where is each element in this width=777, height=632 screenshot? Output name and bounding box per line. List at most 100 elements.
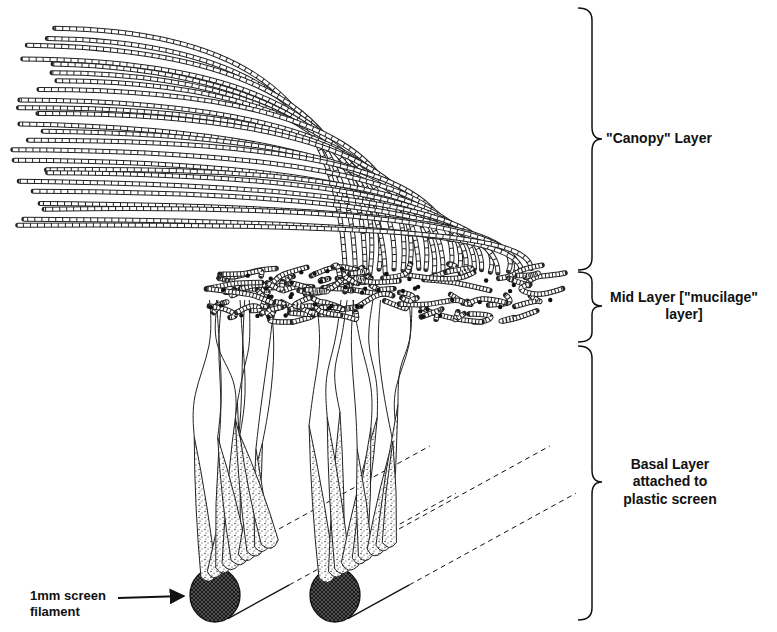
canopy-filament — [18, 225, 532, 269]
mucilage-filament — [446, 268, 471, 273]
mucilage-tangle — [206, 264, 565, 322]
mucilage-dot — [450, 298, 454, 302]
cylinder-edge-dashed — [263, 446, 429, 538]
mucilage-dot — [266, 295, 270, 299]
mucilage-filament — [356, 278, 399, 282]
mucilage-filament — [499, 265, 542, 278]
mucilage-filament — [350, 268, 367, 274]
mucilage-filament — [421, 309, 442, 319]
mucilage-dot — [290, 292, 294, 296]
mucilage-filament — [517, 273, 538, 277]
mucilage-filament — [383, 264, 411, 278]
mucilage-filament — [305, 290, 327, 292]
mucilage-filament — [270, 316, 292, 322]
cylinder-edge-dashed — [383, 446, 549, 538]
mucilage-filament — [466, 299, 505, 304]
mucilage-dot — [421, 314, 425, 318]
basal-stalk — [398, 300, 412, 405]
mucilage-filament — [371, 285, 394, 289]
mucilage-dot — [438, 313, 442, 317]
mucilage-filament — [521, 284, 563, 294]
cylinder-edge-dashed — [409, 493, 575, 585]
part-label: 1mm screen filament — [30, 588, 125, 621]
mucilage-filament — [501, 311, 536, 321]
mucilage-dot — [477, 300, 481, 304]
mucilage-filament — [356, 278, 399, 282]
mucilage-filament — [237, 306, 260, 312]
mucilage-filament — [521, 284, 563, 294]
mucilage-dot — [219, 303, 223, 307]
mucilage-filament — [237, 306, 260, 312]
mucilage-filament — [267, 307, 281, 315]
mucilage-dot — [246, 273, 250, 277]
mucilage-filament — [209, 306, 235, 317]
mid-bracket — [578, 272, 602, 342]
mucilage-dot — [512, 283, 516, 287]
mucilage-filament — [358, 294, 392, 307]
mucilage-dot — [239, 313, 243, 317]
mucilage-dot — [319, 279, 323, 283]
canopy-filament — [18, 225, 532, 269]
mucilage-dot — [313, 302, 317, 306]
mucilage-filament — [421, 309, 442, 319]
layer-label: "Canopy" Layer — [606, 130, 756, 148]
mucilage-filament — [424, 279, 490, 290]
mucilage-filament — [455, 312, 464, 320]
mucilage-filament — [299, 279, 342, 294]
mucilage-filament — [517, 273, 538, 277]
basal-stalk — [216, 300, 221, 437]
mucilage-filament — [270, 316, 292, 322]
mucilage-dot — [327, 306, 331, 310]
mucilage-filament — [299, 279, 342, 294]
mucilage-dot — [407, 277, 411, 281]
mucilage-dot — [269, 276, 273, 280]
mucilage-filament — [515, 296, 540, 307]
mucilage-dot — [384, 272, 388, 276]
mucilage-filament — [208, 289, 273, 303]
mucilage-filament — [333, 265, 340, 276]
mucilage-dot — [508, 289, 512, 293]
canopy-bracket — [578, 8, 602, 270]
canopy-filament — [18, 225, 532, 269]
mucilage-filament — [383, 264, 411, 278]
mucilage-filament — [466, 299, 505, 304]
mucilage-dot — [363, 287, 367, 291]
mucilage-dot — [425, 307, 429, 311]
mucilage-filament — [267, 307, 281, 315]
canopy-filaments — [13, 28, 531, 273]
mucilage-filament — [517, 273, 538, 277]
mucilage-filament — [499, 265, 542, 278]
mucilage-filament — [371, 285, 394, 289]
mucilage-filament — [400, 292, 414, 301]
basal-stalk — [378, 300, 392, 441]
mucilage-filament — [270, 316, 292, 322]
mucilage-filament — [421, 309, 442, 319]
layer-label: Mid Layer ["mucilage" layer] — [604, 289, 764, 324]
mucilage-filament — [350, 268, 367, 274]
mucilage-filament — [446, 268, 471, 273]
mucilage-filament — [350, 268, 367, 274]
mucilage-filament — [267, 281, 282, 289]
mucilage-filament — [267, 307, 281, 315]
mucilage-dot — [484, 278, 488, 282]
mucilage-filament — [223, 271, 262, 276]
mucilage-filament — [295, 297, 311, 306]
mucilage-dot — [376, 288, 380, 292]
mucilage-dot — [312, 271, 316, 275]
mucilage-filament — [455, 312, 464, 320]
mucilage-filament — [358, 294, 392, 307]
mucilage-filament — [356, 278, 399, 282]
mucilage-dot — [343, 285, 347, 289]
basal-cell — [382, 441, 396, 547]
mucilage-dot — [264, 286, 268, 290]
mucilage-dot — [325, 269, 329, 273]
mucilage-filament — [371, 285, 394, 289]
mucilage-filament — [455, 312, 464, 320]
basal-stalk — [193, 300, 211, 437]
mucilage-filament — [446, 268, 471, 273]
mucilage-dot — [498, 305, 502, 309]
mucilage-dot — [255, 314, 259, 318]
mucilage-filament — [424, 279, 490, 290]
mucilage-filament — [499, 265, 542, 278]
